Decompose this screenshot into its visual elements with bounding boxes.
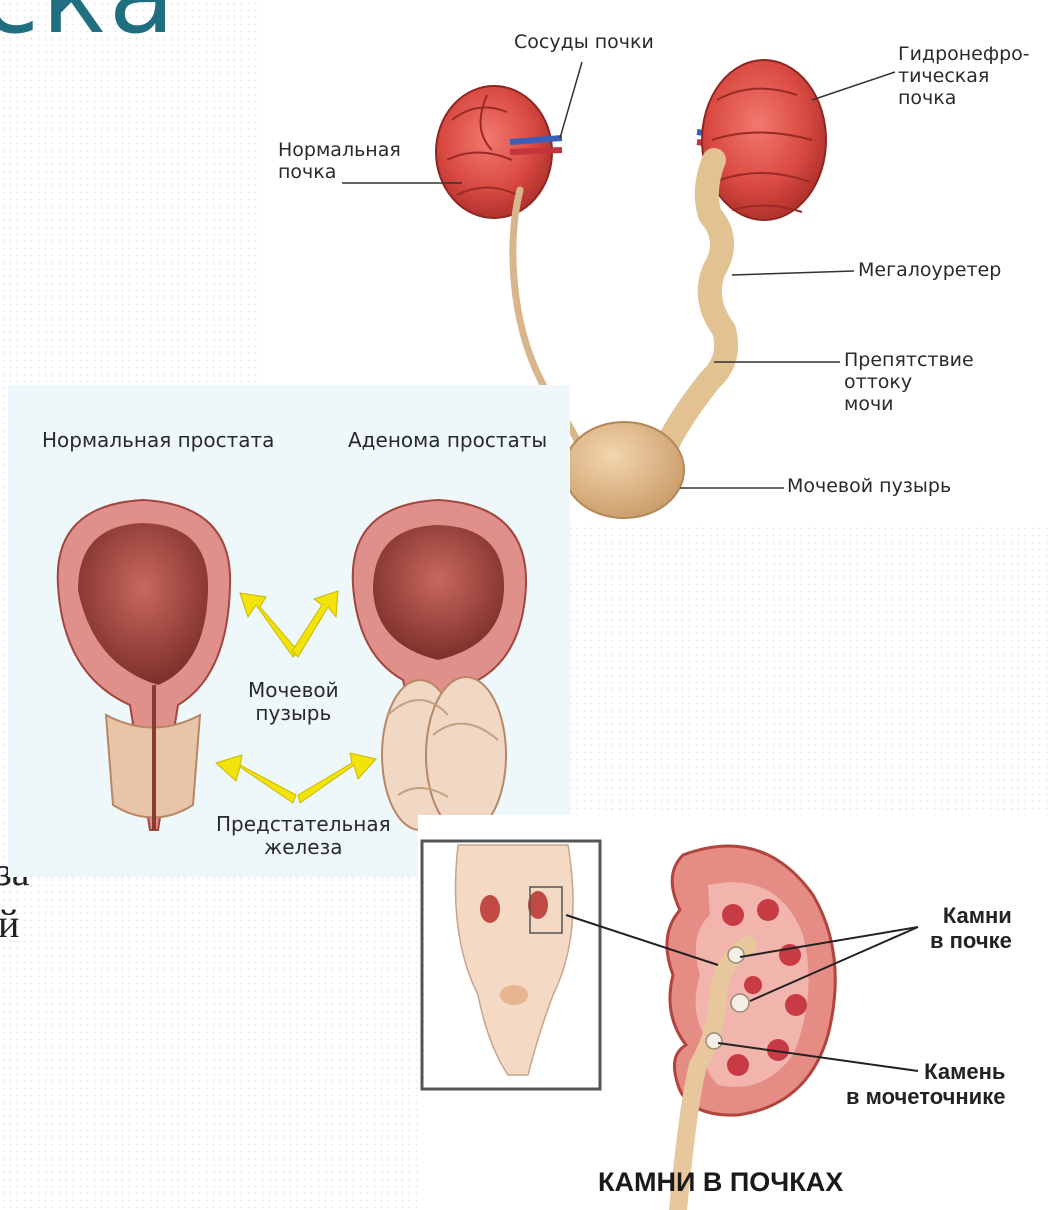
slide-title-fragment: ска: [0, 0, 177, 50]
hydronephrotic-kidney: [702, 60, 826, 220]
normal-bladder: [58, 500, 230, 830]
body-inset: [422, 841, 600, 1089]
prostate-diagram: Нормальная простата Аденома простаты Моч…: [8, 385, 570, 877]
adenoma-bladder: [353, 500, 526, 833]
label-prostate-gland: Предстательная железа: [216, 813, 391, 859]
megaloureter: [667, 160, 726, 445]
label-megaloureter: Мегалоуретер: [858, 260, 1001, 282]
label-hydronephrotic-kidney: Гидронефро- тическая почка: [898, 44, 1030, 110]
label-normal-kidney: Нормальная почка: [278, 140, 401, 184]
bladder: [564, 422, 684, 518]
kidney-stones-diagram: Камни в почке Камень в мочеточнике КАМНИ…: [418, 815, 1048, 1210]
prostate-illustration: [8, 385, 570, 877]
label-urine-obstruction: Препятствие оттоку мочи: [844, 350, 974, 416]
label-bladder: Мочевой пузырь: [787, 476, 951, 498]
label-normal-prostate: Нормальная простата: [42, 429, 274, 452]
slide-text-fragment-2: й: [0, 904, 19, 944]
label-ureter-stone: Камень в мочеточнике: [846, 1059, 1005, 1110]
label-renal-vessels: Сосуды почки: [514, 32, 654, 54]
kidney-stones-illustration: [418, 815, 1048, 1210]
label-kidney-stones: Камни в почке: [930, 903, 1012, 954]
diagram-caption: КАМНИ В ПОЧКАХ: [598, 1167, 843, 1198]
label-urinary-bladder: Мочевой пузырь: [248, 679, 339, 725]
label-prostate-adenoma: Аденома простаты: [348, 429, 547, 452]
kidney-cross-section: [667, 846, 835, 1210]
